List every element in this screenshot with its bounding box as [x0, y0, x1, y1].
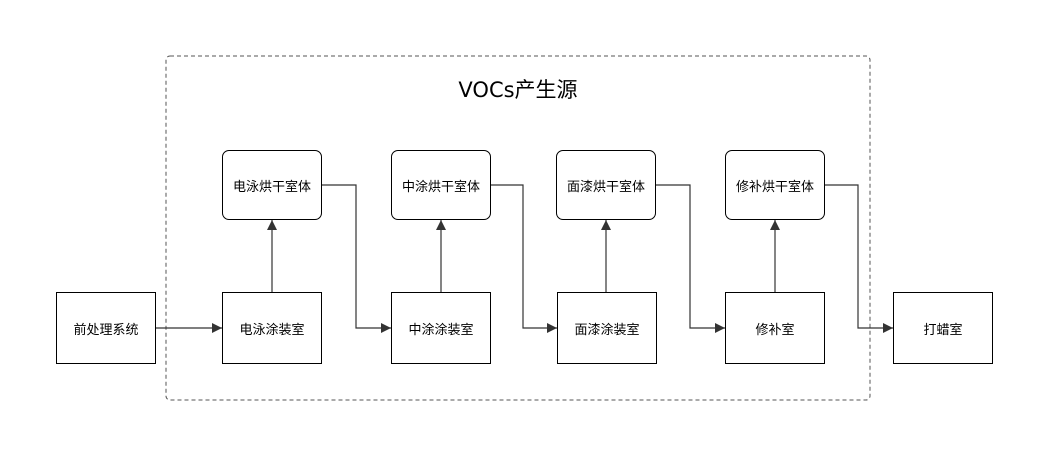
- node-pretreat: 前处理系统: [56, 292, 156, 364]
- node-wax-room: 打蜡室: [893, 292, 993, 364]
- vocs-group-boundary: [165, 55, 871, 401]
- node-ed-oven: 电泳烘干室体: [222, 150, 322, 220]
- node-label: 打蜡室: [923, 322, 963, 338]
- node-label: 电泳烘干室体: [232, 179, 311, 195]
- arrow-top-oven-to-repair-room: [656, 184, 725, 333]
- node-mid-room: 中涂涂装室: [391, 292, 491, 364]
- node-label: 修补烘干室体: [735, 179, 814, 195]
- node-repair-oven: 修补烘干室体: [725, 150, 825, 220]
- node-top-oven: 面漆烘干室体: [556, 150, 656, 220]
- node-label: 修补室: [755, 322, 795, 338]
- node-label: 面漆涂装室: [574, 322, 640, 338]
- arrow-ed-oven-to-mid-room: [322, 184, 391, 333]
- node-label: 前处理系统: [73, 322, 139, 338]
- node-label: 中涂涂装室: [408, 322, 474, 338]
- arrow-repair-oven-to-wax-room: [825, 184, 893, 333]
- node-top-room: 面漆涂装室: [557, 292, 657, 364]
- group-title: VOCs产生源: [458, 78, 578, 102]
- node-label: 面漆烘干室体: [566, 179, 645, 195]
- node-label: 中涂烘干室体: [401, 179, 480, 195]
- node-repair-room: 修补室: [725, 292, 825, 364]
- arrow-mid-oven-to-top-room: [491, 184, 557, 333]
- node-ed-room: 电泳涂装室: [222, 292, 322, 364]
- node-mid-oven: 中涂烘干室体: [391, 150, 491, 220]
- node-label: 电泳涂装室: [239, 322, 305, 338]
